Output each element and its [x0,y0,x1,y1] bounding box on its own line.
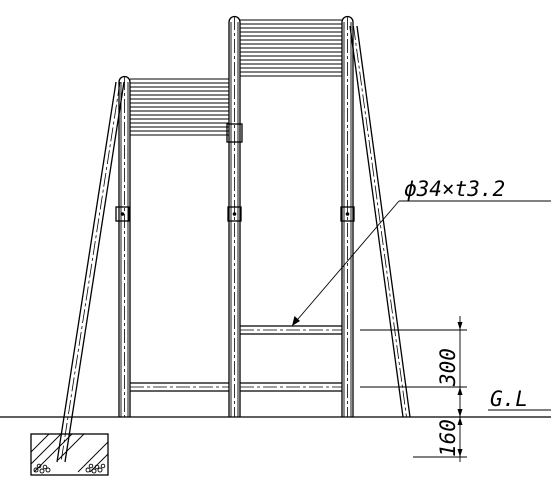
foundation-block [30,433,109,476]
top-clamp [226,123,243,143]
post-right [341,15,354,417]
gravel-base [33,463,106,474]
brace-clamp-right [340,206,355,222]
dimension-lines [360,316,551,462]
pipe-spec-label: ϕ34×t3.2 [404,177,505,201]
bar-lower-left [130,382,229,392]
dimension-300-label: 300 [436,348,460,387]
spec-leader [291,200,551,327]
bar-lower-right [240,382,342,392]
left-diagonal-brace [56,81,125,463]
dimension-160-label: 160 [436,419,460,457]
top-bar-left-bundle [130,78,229,136]
brace-clamp-left [115,206,130,222]
brace-clamp-middle [227,206,242,222]
top-bar-right-bundle [240,19,342,77]
ground-level-label: G.L [490,387,528,411]
post-middle [228,15,241,417]
right-diagonal-brace [349,25,411,418]
bar-upper-middle [240,325,342,335]
post-left [118,75,131,417]
